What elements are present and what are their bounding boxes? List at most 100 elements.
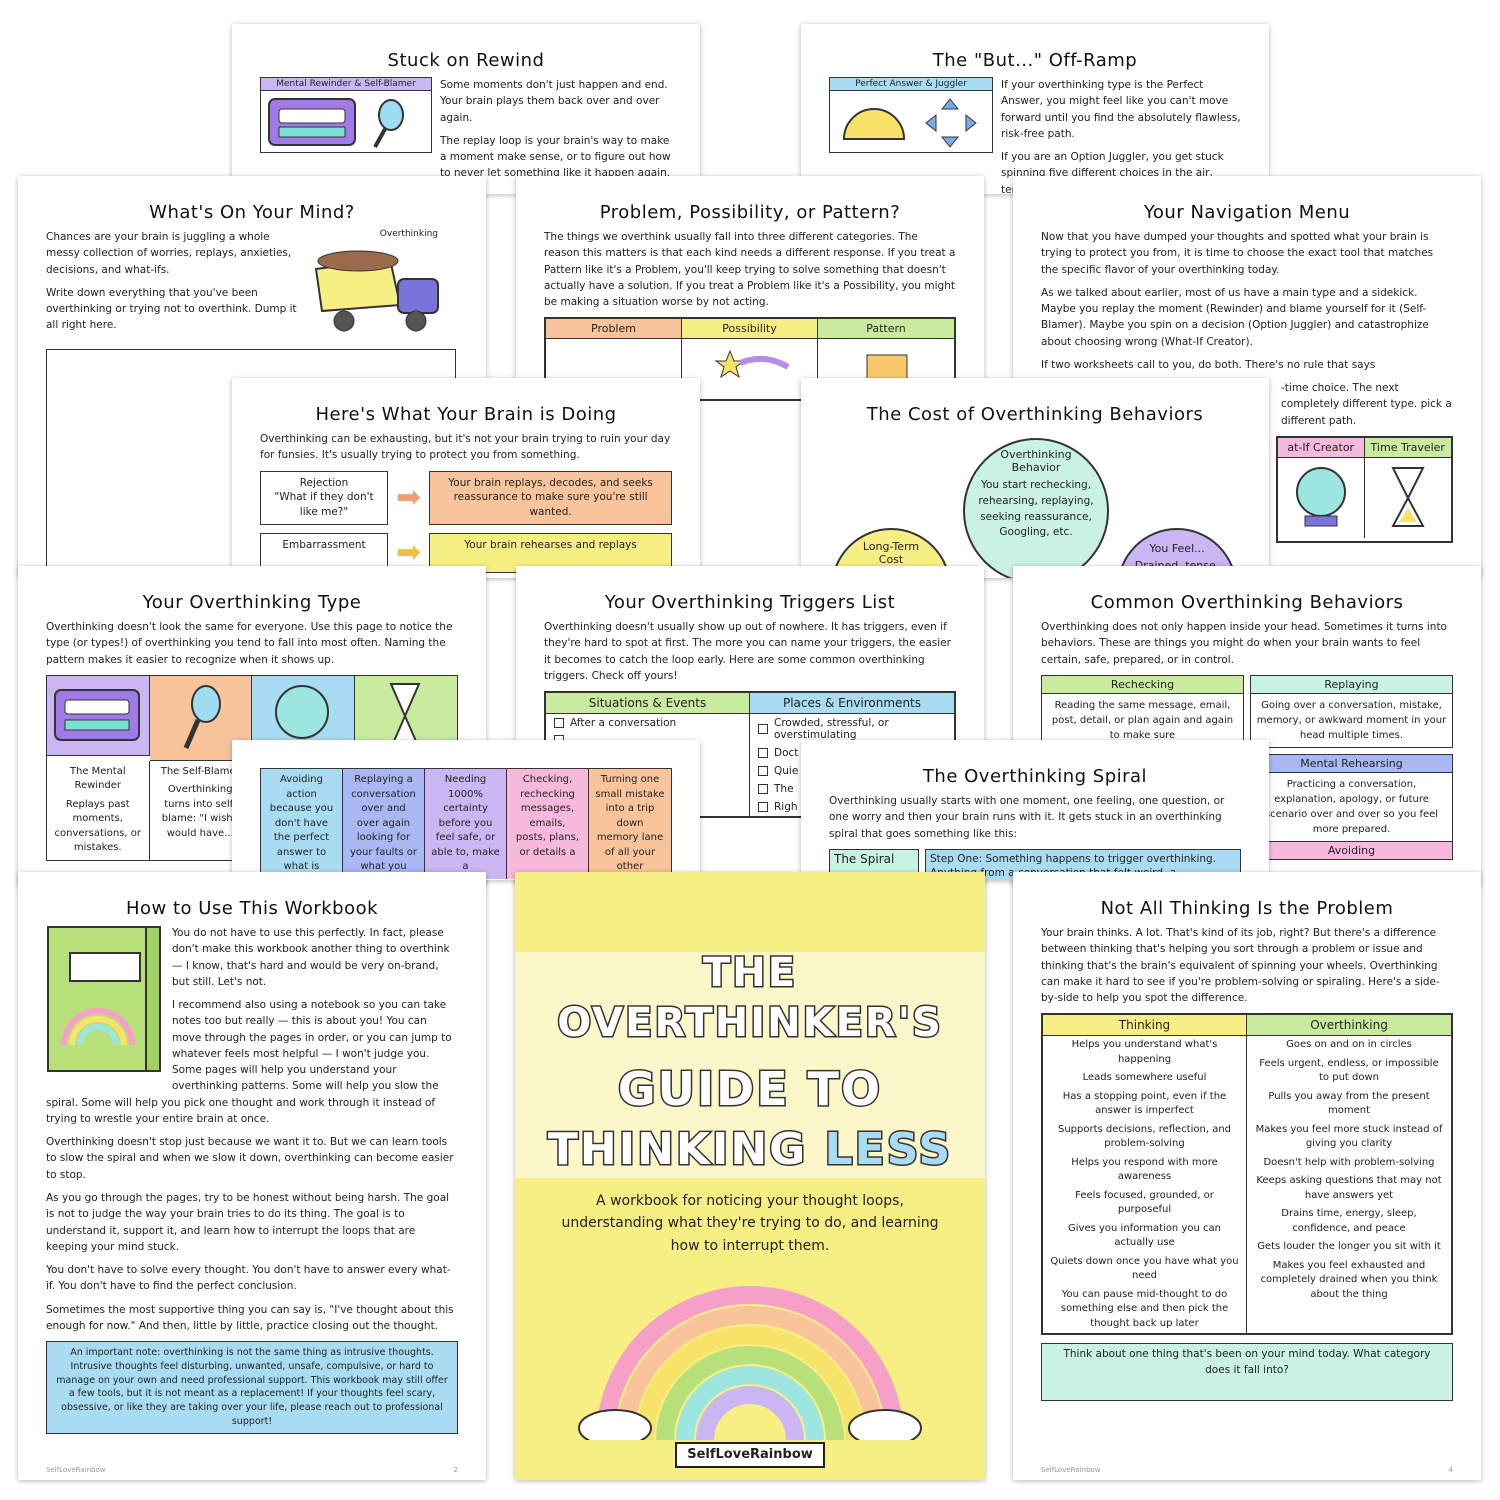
workbook-cover: THE OVERTHINKER'S GUIDE TO THINKING LESS… [515,872,985,1480]
col-item: Checking, rechecking messages, emails, p… [507,769,589,879]
page-title: What's On Your Mind? [149,202,355,223]
cover-title-thinking-less: THINKING LESS [546,1123,953,1177]
compare-row: Feels focused, grounded, or purposeful [1075,1189,1214,1216]
cassette-icon [47,675,150,756]
body-text: If your overthinking type is the Perfect… [1001,79,1241,140]
body-text: Overthinking can be exhausting, but it's… [260,433,671,462]
body-text: The things we overthink usually fall int… [544,231,956,309]
behavior-circle: Overthinking Behavior You start rechecki… [963,438,1109,578]
notebook-icon [46,925,164,1075]
page-brain-doing: Here's What Your Brain is Doing Overthin… [232,378,700,578]
page-title: The "But..." Off-Ramp [932,50,1138,71]
page-title: The Overthinking Spiral [922,766,1148,787]
compare-row: Makes you feel more stuck instead of giv… [1255,1123,1443,1150]
compare-row: Keeps asking questions that may not have… [1256,1175,1442,1201]
col-item: Replaying a conversation over and over a… [343,769,425,879]
type-label: Perfect Answer & Juggler [829,77,993,91]
compare-row: Has a stopping point, even if the answer… [1062,1090,1227,1117]
col-problem: Problem [546,319,682,340]
body-text: -time choice. The next completely differ… [1281,382,1452,427]
cassette-icon [260,91,432,153]
body-text: Chances are your brain is juggling a who… [46,231,292,276]
compare-row: Feels urgent, endless, or impossible to … [1259,1057,1439,1084]
page-title: Problem, Possibility, or Pattern? [599,202,901,223]
page-not-all-thinking: Not All Thinking Is the Problem Your bra… [1013,872,1481,1480]
body-text: Now that you have dumped your thoughts a… [1041,231,1434,276]
page-title: Common Overthinking Behaviors [1090,592,1404,613]
col-time-traveler: Time Traveler [1364,437,1451,458]
heart-icon [546,339,682,400]
col-situations: Situations & Events [546,693,750,715]
col-overthinking: Overthinking [1247,1015,1451,1037]
page-title: Not All Thinking Is the Problem [1100,898,1394,919]
hourglass-icon [1365,458,1452,542]
rejection-response: Your brain replays, decodes, and seeks r… [429,470,672,525]
cover-subtitle: A workbook for noticing your thought loo… [561,1193,939,1254]
compare-row: Supports decisions, reflection, and prob… [1057,1123,1232,1150]
cover-title-overthinkers: OVERTHINKER'S [556,999,943,1048]
body-text: Overthinking usually starts with one mom… [829,795,1225,840]
truck-icon: Overthinking [308,229,458,343]
trigger-checkbox[interactable]: After a conversation [546,714,749,732]
shooting-star-icon [682,339,818,400]
arrow-icon: ➡ [396,534,422,570]
body-text: As you go through the pages, try to be h… [46,1191,450,1253]
page-cost-of-overthinking: The Cost of Overthinking Behaviors Overt… [801,378,1269,578]
trigger-checkbox[interactable]: Quie [750,762,954,780]
crystal-ball-icon [1278,457,1365,538]
body-text: Write down everything that you've been o… [46,286,297,332]
body-text: You don't have to solve every thought. Y… [46,1264,451,1293]
compare-row: You can pause mid-thought to do somethin… [1060,1288,1229,1329]
page-title: How to Use This Workbook [125,898,379,919]
page-but-off-ramp: The "But..." Off-Ramp Perfect Answer & J… [801,24,1269,194]
col-item: Avoiding action because you don't have t… [261,769,343,879]
compare-row: Helps you respond with more awareness [1071,1156,1218,1183]
rejection-box: Rejection"What if they don't like me?" [260,470,388,525]
category-table: Problem Possibility Pattern [544,317,956,402]
body-text: If two worksheets call to you, do both. … [1041,358,1376,371]
compare-row: Leads somewhere useful [1082,1072,1207,1084]
page-title: Stuck on Rewind [387,50,545,71]
compare-row: Pulls you away from the present moment [1268,1090,1430,1117]
page-title: Your Navigation Menu [1143,202,1351,223]
compare-row: Doesn't help with problem-solving [1263,1156,1435,1168]
truck-label: Overthinking [379,229,438,239]
col-item: Turning one small mistake into a trip do… [589,769,671,879]
arrow-icon: ➡ [396,479,422,515]
trigger-checkbox[interactable]: Crowded, stressful, or overstimulating [750,714,954,744]
cover-title-guide-to: GUIDE TO [616,1061,883,1118]
col-possibility: Possibility [682,319,818,340]
compare-row: Quiets down once you have what you need [1050,1255,1239,1282]
body-text: Overthinking doesn't usually show up out… [544,621,951,682]
behavior-rehearsing: Mental Rehearsing Practicing a conversat… [1250,753,1453,860]
page-title: Your Overthinking Type [142,592,362,613]
behavior-rechecking: Rechecking Reading the same message, ema… [1041,674,1244,748]
col-pattern: Pattern [818,319,954,340]
body-text: The replay loop is your brain's way to m… [440,134,671,194]
trigger-checkbox[interactable]: The [750,780,954,798]
page-how-to-use: How to Use This Workbook You do not have… [18,872,486,1480]
page-title: Here's What Your Brain is Doing [315,404,617,425]
trigger-checkbox[interactable]: Doct [750,744,954,762]
col-what-if: at-If Creator [1278,437,1365,458]
ruler-arrows-icon [829,91,993,153]
page-title: Your Overthinking Triggers List [604,592,896,613]
col-item: Needing 1000% certainty before you feel … [425,769,507,879]
body-text: Overthinking does not only happen inside… [1041,621,1447,666]
body-text: Overthinking doesn't stop just because w… [46,1136,454,1181]
body-text: Sometimes the most supportive thing you … [46,1303,454,1332]
brand-label: SelfLoveRainbow [675,1442,825,1468]
thinking-compare-table: Thinking Overthinking Helps you understa… [1041,1013,1453,1336]
col-places: Places & Environments [750,693,954,715]
embarrassment-response: Your brain rehearses and replays [429,532,672,573]
cover-title-the: THE [701,949,798,998]
page-overthinking-spiral: The Overthinking Spiral Overthinking usu… [801,740,1269,880]
body-text: Overthinking doesn't look the same for e… [46,621,453,666]
reflection-prompt[interactable]: Think about one thing that's been on you… [1041,1343,1453,1402]
